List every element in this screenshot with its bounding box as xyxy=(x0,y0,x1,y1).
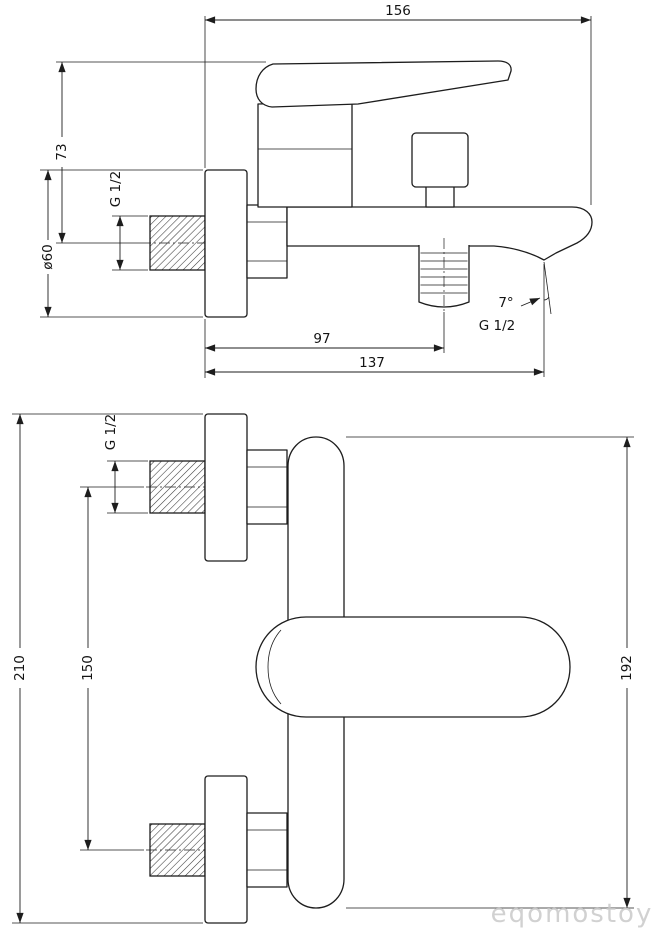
watermark: eqomostoy xyxy=(491,899,654,929)
wall-flange-side xyxy=(204,169,248,318)
front-view: 210 150 G 1/2 192 xyxy=(12,413,635,924)
valve-column xyxy=(257,101,353,208)
dim-body-height-label: 192 xyxy=(619,655,635,681)
dim-body-height: 192 xyxy=(346,436,635,909)
dim-height-to-inlet: 73 xyxy=(54,61,266,244)
mixer-body-front xyxy=(255,616,571,718)
dim-spout-angle-label: 7° xyxy=(498,295,513,311)
spout-angle-annotation: 7° xyxy=(498,261,552,315)
dim-outlet-thread-label: G 1/2 xyxy=(479,318,515,334)
dim-port-spacing: 150 xyxy=(80,486,144,851)
dim-overall-width-label: 156 xyxy=(385,3,411,19)
dim-total-height: 210 xyxy=(12,413,203,924)
mixer-body-side xyxy=(286,206,593,261)
dim-outlet-offset: 97 xyxy=(204,312,445,378)
inlet-thread-side xyxy=(149,215,206,271)
dim-inlet-thread-side-label: G 1/2 xyxy=(108,171,124,207)
diverter-stem xyxy=(425,184,455,208)
wall-flange-bottom-front xyxy=(204,775,248,924)
dim-inlet-thread-side: G 1/2 xyxy=(108,171,148,271)
dim-flange-diameter: ø60 xyxy=(40,169,203,318)
dim-outlet-offset-label: 97 xyxy=(313,331,330,347)
diverter-knob xyxy=(411,132,469,188)
lever-handle xyxy=(255,60,512,108)
dim-total-height-label: 210 xyxy=(12,655,28,681)
dim-flange-diameter-label: ø60 xyxy=(40,244,56,269)
dim-height-to-inlet-label: 73 xyxy=(54,143,70,160)
side-view: 156 73 G 1/2 ø60 xyxy=(40,3,593,378)
dim-spout-reach: 137 xyxy=(205,264,545,377)
connection-nut-top-front xyxy=(246,449,288,525)
dim-inlet-thread-front-label: G 1/2 xyxy=(103,414,119,450)
connection-nut-bottom-front xyxy=(246,812,288,888)
dim-port-spacing-label: 150 xyxy=(80,655,96,681)
connection-nut-side xyxy=(246,204,288,279)
wall-flange-top-front xyxy=(204,413,248,562)
inlet-thread-top-front xyxy=(149,460,206,514)
dim-spout-reach-label: 137 xyxy=(359,355,385,371)
dim-overall-width: 156 xyxy=(204,3,592,205)
inlet-thread-bottom-front xyxy=(149,823,206,877)
dim-inlet-thread-front: G 1/2 xyxy=(103,414,148,514)
